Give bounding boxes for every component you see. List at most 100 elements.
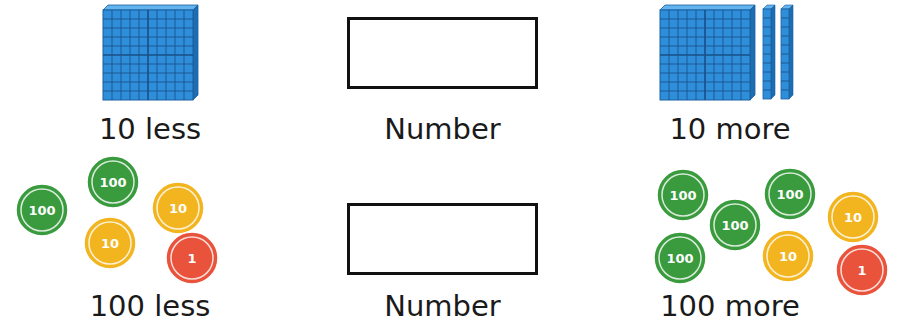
- place-value-counter: 100: [86, 155, 140, 209]
- rod-segment: [763, 81, 771, 82]
- grid-line: [103, 82, 193, 83]
- counter-value: 1: [187, 252, 196, 265]
- place-value-counter: 100: [763, 167, 817, 221]
- flat-top: [660, 5, 755, 10]
- counter-disc: [84, 217, 136, 269]
- box-caption: Number: [384, 292, 501, 321]
- rod-segment: [763, 45, 771, 46]
- rod-side: [771, 5, 775, 99]
- rod-segment: [763, 18, 771, 19]
- place-value-counter: 1: [165, 231, 219, 285]
- counter-ring: [769, 173, 811, 215]
- flat-side: [193, 5, 198, 100]
- counter-ring: [21, 189, 63, 231]
- flat-side: [750, 5, 755, 100]
- counter-value: 100: [666, 252, 693, 265]
- counter-ring: [92, 161, 134, 203]
- counter-disc: [152, 182, 204, 234]
- rod-segment: [763, 90, 771, 91]
- counter-value: 100: [28, 204, 55, 217]
- grid-line: [184, 10, 185, 100]
- counter-disc: [657, 169, 709, 221]
- rod-segment: [763, 27, 771, 28]
- counter-disc: [166, 232, 218, 284]
- number-box: Number: [347, 17, 538, 89]
- counter-value: 100: [721, 219, 748, 232]
- rod-segment: [781, 72, 789, 73]
- hundred-flat: [103, 5, 198, 100]
- place-value-counter: 100: [653, 231, 707, 285]
- rod-segment: [763, 36, 771, 37]
- counter-disc: [654, 232, 706, 284]
- comparison-label: 10 less: [99, 115, 201, 144]
- rod-segment: [763, 63, 771, 64]
- flat-face: [660, 10, 750, 100]
- flat-top: [103, 5, 198, 10]
- grid-line: [723, 10, 724, 100]
- counter-value: 10: [779, 250, 797, 263]
- rod-segment: [781, 90, 789, 91]
- grid-line: [175, 10, 176, 100]
- place-value-counter: 1: [835, 243, 889, 297]
- grid-line: [741, 10, 742, 100]
- counter-disc: [709, 199, 761, 251]
- grid-line: [660, 82, 750, 83]
- place-value-counter: 10: [826, 190, 880, 244]
- counter-disc: [764, 168, 816, 220]
- grid-line: [157, 10, 158, 100]
- comparison-label: 100 more: [660, 292, 800, 321]
- comparison-label: 10 more: [669, 115, 790, 144]
- counter-disc: [16, 184, 68, 236]
- place-value-counter: 100: [656, 168, 710, 222]
- rod-segment: [781, 54, 789, 55]
- counter-ring: [157, 187, 199, 229]
- grid-line: [732, 10, 733, 100]
- rod-face: [781, 9, 789, 99]
- counter-value: 10: [101, 237, 119, 250]
- counter-value: 10: [844, 211, 862, 224]
- rod-segment: [781, 63, 789, 64]
- counter-value: 10: [169, 202, 187, 215]
- counter-ring: [659, 237, 701, 279]
- counter-ring: [832, 196, 874, 238]
- box-caption: Number: [384, 115, 501, 144]
- counter-ring: [767, 235, 809, 277]
- rod-segment: [781, 27, 789, 28]
- place-value-counter: 100: [15, 183, 69, 237]
- rod-segment: [781, 81, 789, 82]
- grid-line: [660, 73, 750, 74]
- place-value-counter: 10: [151, 181, 205, 235]
- hundred-flat: [660, 5, 755, 100]
- place-value-counter: 100: [708, 198, 762, 252]
- counter-disc: [827, 191, 879, 243]
- comparison-label: 100 less: [90, 292, 211, 321]
- number-box: Number: [347, 203, 538, 275]
- rod-segment: [781, 45, 789, 46]
- counter-value: 1: [857, 264, 866, 277]
- counter-disc: [87, 156, 139, 208]
- grid-line: [103, 91, 193, 92]
- counter-value: 100: [99, 176, 126, 189]
- grid-line: [714, 10, 715, 100]
- rod-face: [763, 9, 771, 99]
- counter-ring: [841, 249, 883, 291]
- grid-line: [103, 54, 193, 56]
- ten-rod: [781, 5, 793, 99]
- counter-value: 100: [776, 188, 803, 201]
- counter-disc: [836, 244, 888, 296]
- grid-line: [660, 54, 750, 56]
- counter-value: 100: [669, 189, 696, 202]
- rod-segment: [781, 18, 789, 19]
- grid-line: [103, 64, 193, 65]
- counter-ring: [662, 174, 704, 216]
- place-value-counter: 10: [83, 216, 137, 270]
- counter-ring: [714, 204, 756, 246]
- ten-rod: [763, 5, 775, 99]
- flat-face: [103, 10, 193, 100]
- counter-ring: [89, 222, 131, 264]
- grid-line: [166, 10, 167, 100]
- grid-line: [103, 73, 193, 74]
- counter-disc: [762, 230, 814, 282]
- rod-segment: [763, 54, 771, 55]
